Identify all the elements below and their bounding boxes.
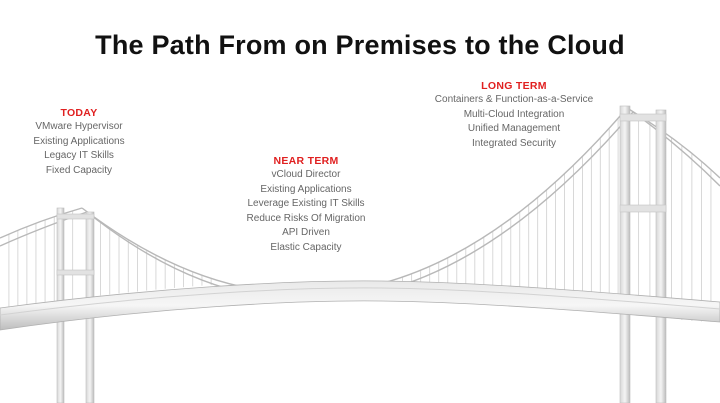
stage-near-term-item: Elastic Capacity (270, 241, 342, 253)
stage-near-term-item: Existing Applications (260, 183, 352, 195)
stage-long-term-item: Containers & Function-as-a-Service (434, 94, 594, 105)
stage-today-item: VMware Hypervisor (35, 121, 123, 132)
stage-today-item: Legacy IT Skills (44, 150, 114, 161)
stage-near-term-item: Leverage Existing IT Skills (247, 198, 365, 209)
stage-today-item: Existing Applications (33, 135, 125, 147)
bridge-deck (0, 280, 720, 331)
stage-long-term: LONG TERM Containers & Function-as-a-Ser… (418, 80, 610, 151)
right-tower (619, 105, 667, 403)
stage-long-term-item: Integrated Security (472, 137, 556, 149)
stage-near-term-heading: NEAR TERM (273, 155, 339, 167)
stage-long-term-item: Unified Management (467, 123, 561, 134)
stage-today-item: Fixed Capacity (45, 164, 113, 176)
stage-near-term: NEAR TERM vCloud Director Existing Appli… (236, 155, 376, 255)
slide-title: The Path From on Premises to the Cloud (95, 30, 625, 60)
stage-today: TODAY VMware Hypervisor Existing Applica… (20, 107, 138, 178)
stage-today-heading: TODAY (60, 107, 98, 119)
stage-near-term-item: API Driven (282, 227, 330, 238)
stage-near-term-item: vCloud Director (271, 169, 341, 180)
stage-long-term-heading: LONG TERM (481, 80, 547, 92)
stage-long-term-item: Multi-Cloud Integration (463, 108, 565, 120)
stage-near-term-item: Reduce Risks Of Migration (246, 212, 366, 224)
